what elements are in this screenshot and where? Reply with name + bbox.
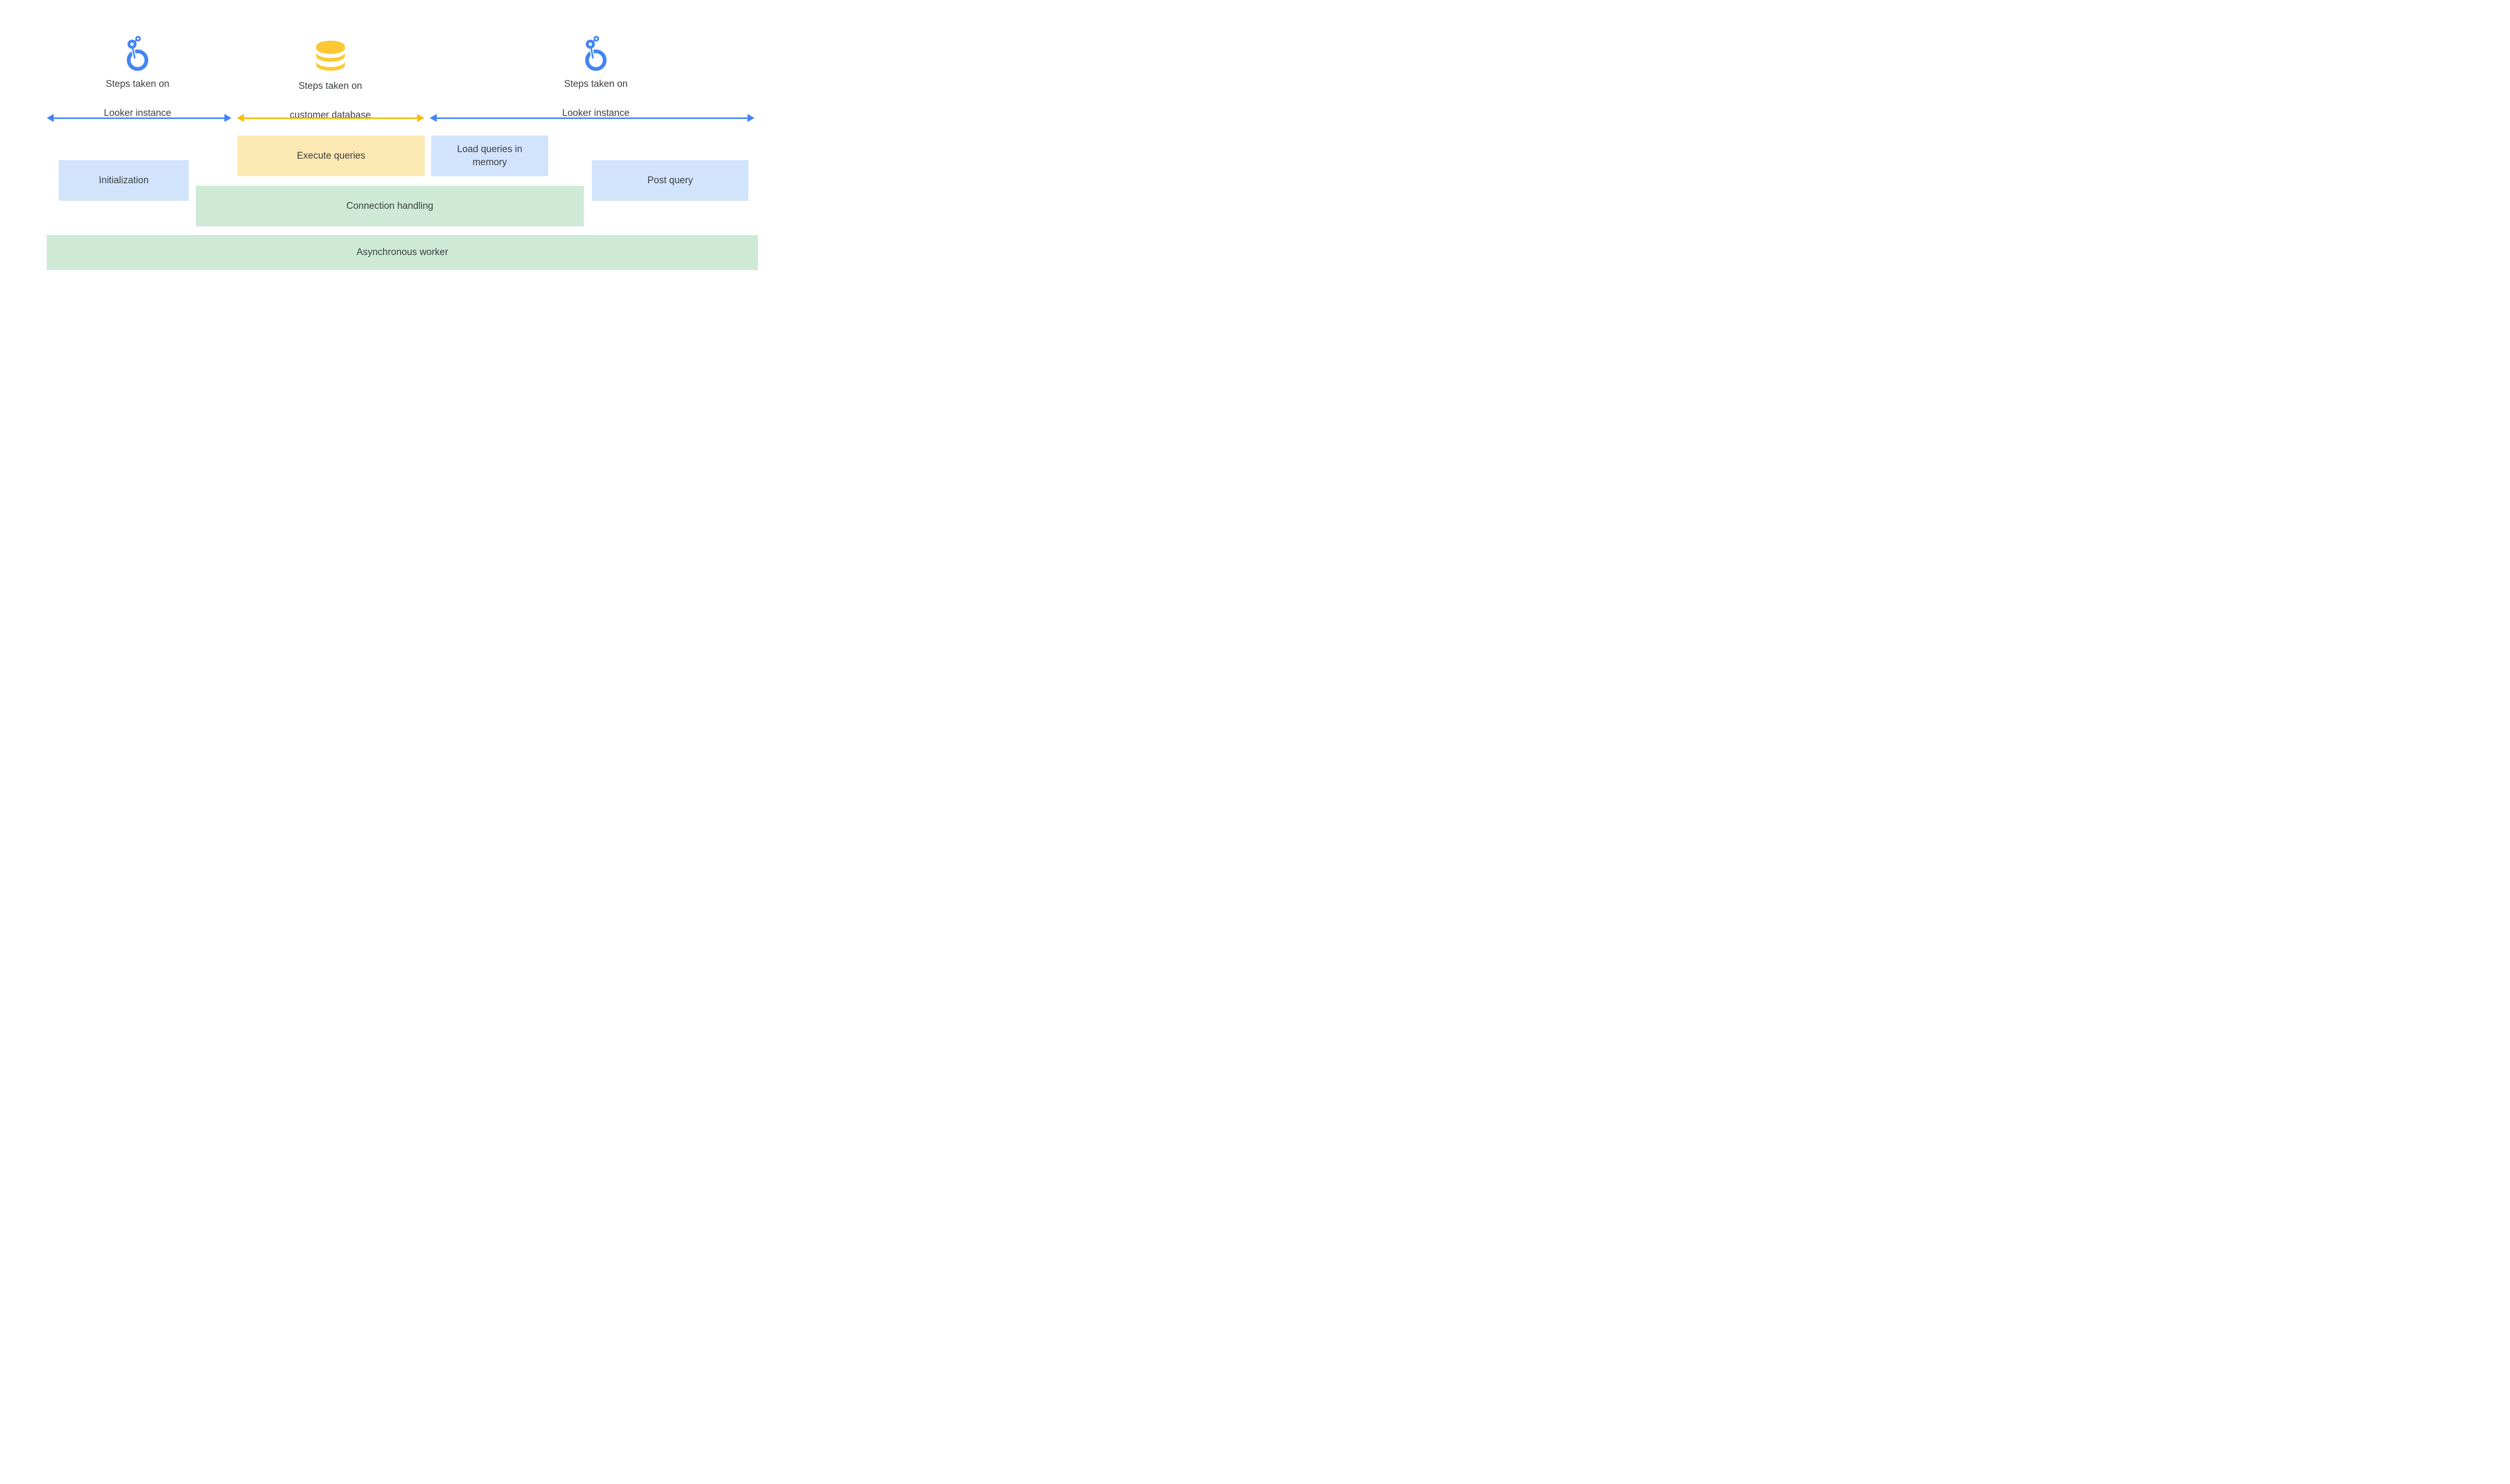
section-label-customer-db: Steps taken on customer database	[290, 81, 371, 120]
box-execute-queries: Execute queries	[237, 136, 425, 176]
box-label: Load queries in memory	[457, 144, 523, 168]
box-label: Execute queries	[297, 150, 365, 161]
arrowhead-left-icon	[430, 113, 437, 122]
box-connection-handling: Connection handling	[196, 186, 584, 226]
section-label-looker-right: Steps taken on Looker instance	[562, 79, 630, 118]
box-label: Connection handling	[346, 200, 434, 211]
section-label-looker-left: Steps taken on Looker instance	[103, 79, 172, 118]
box-post-query: Post query	[592, 160, 748, 201]
arrowhead-right-icon	[224, 113, 231, 122]
arrowhead-left-icon	[47, 113, 54, 122]
looker-logo-icon	[585, 35, 607, 71]
arrowhead-right-icon	[417, 113, 424, 122]
box-label: Post query	[647, 175, 693, 186]
diagram-canvas: Steps taken on Looker instance Steps tak…	[0, 0, 803, 297]
looker-logo-icon	[127, 35, 149, 71]
box-label: Initialization	[98, 175, 149, 186]
arrowhead-left-icon	[237, 113, 244, 122]
box-load-queries-in-memory: Load queries in memory	[431, 136, 548, 176]
box-asynchronous-worker: Asynchronous worker	[47, 235, 758, 270]
box-initialization: Initialization	[59, 160, 189, 201]
box-label: Asynchronous worker	[356, 247, 448, 258]
arrowhead-right-icon	[747, 113, 755, 122]
database-icon	[316, 40, 345, 72]
